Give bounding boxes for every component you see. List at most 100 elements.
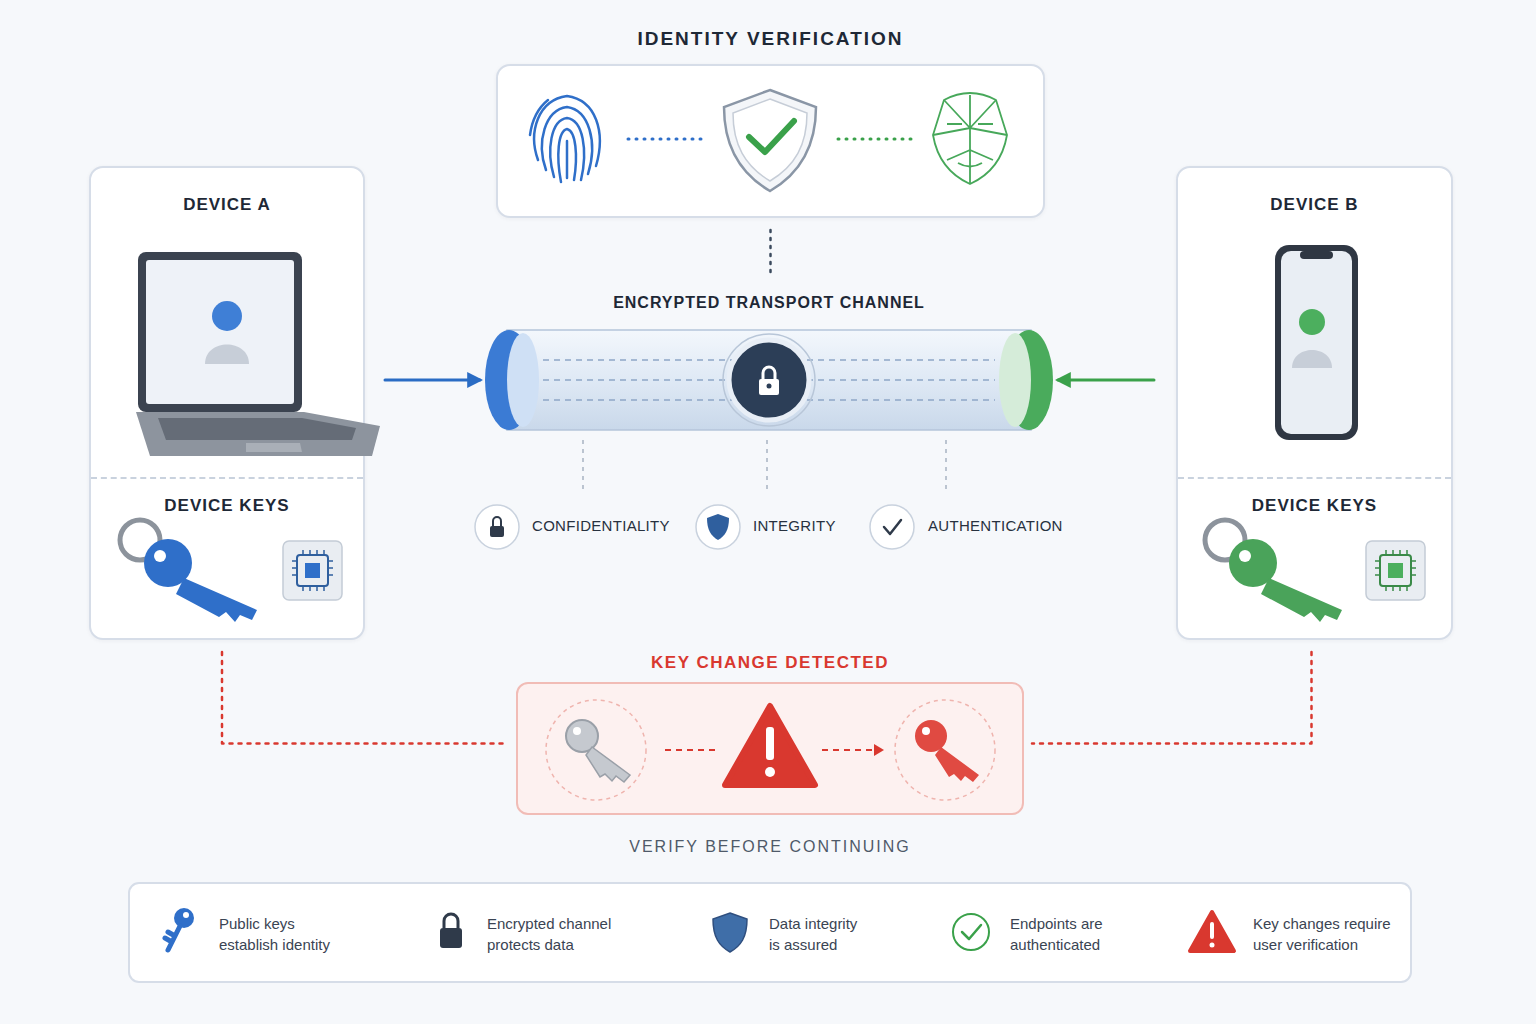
key-hole [154,550,166,562]
section-divider [91,477,363,479]
legend-key-icon [174,908,194,928]
legend-lock-icon [440,928,462,948]
device-panel: DEVICE A DEVICE KEYS [89,166,365,640]
device-panel: DEVICE B DEVICE KEYS [1176,166,1453,640]
check-mark [962,925,981,939]
key-ring [1205,520,1245,560]
connector [222,652,508,744]
property-label: AUTHENTICATION [928,516,1063,536]
warning-mark [1210,922,1214,939]
warning-mark [766,727,774,760]
phone-body [1275,245,1358,440]
property-label: INTEGRITY [753,516,836,536]
warning-dot [1210,943,1215,948]
lock-shackle [493,517,501,526]
user-head [1299,309,1325,335]
tube-body [507,330,1031,430]
lock-badge [729,340,809,420]
legend-warning-icon [1190,912,1234,951]
fingerprint-icon [530,96,600,182]
legend-text: Endpoints are authenticated [1010,913,1140,955]
old-key-shaft [586,747,630,782]
chip-die [305,563,320,578]
face-mesh [933,95,1007,184]
connector [385,379,480,382]
laptop-base [136,412,380,456]
dashed-ring [546,700,646,800]
laptop-keyboard [158,418,356,440]
panel-heading: IDENTITY VERIFICATION [498,28,1043,50]
lock-body [759,379,779,395]
icon-circle [475,505,519,549]
new-key-head [915,720,947,752]
check-icon [884,520,901,534]
key-hole [183,912,189,918]
device-title: DEVICE B [1178,194,1451,216]
shield-inner [733,99,807,181]
chip-icon [1366,541,1425,600]
phone-notch [1300,251,1333,259]
user-body [1292,350,1332,368]
shield-icon [724,90,816,191]
fingerprint-ridge [534,96,600,166]
face-outline [933,93,1007,184]
laptop-screen [138,252,302,412]
old-key-head [566,720,598,752]
key-hole [922,727,930,735]
dotted-link [838,138,912,141]
arrow-head [874,744,884,756]
face-features [947,124,993,167]
section-title: DEVICE KEYS [1178,495,1451,517]
icon-circle [870,505,914,549]
legend-shield-icon [713,913,747,952]
user-head [212,301,242,331]
laptop-touchpad [246,443,302,452]
tube-cap-inner [999,333,1031,427]
alert-heading: KEY CHANGE DETECTED [518,652,1022,674]
chip-pins [1375,550,1416,591]
leader-lines [583,440,946,492]
channel-heading: ENCRYPTED TRANSPORT CHANNEL [483,292,1055,314]
phone-screen [1281,251,1352,434]
key-hole [1239,550,1251,562]
dashed-ring [895,700,995,800]
alert-caption: VERIFY BEFORE CONTINUING [518,836,1022,858]
key-shaft [176,578,257,622]
fingerprint-ridge [550,118,584,180]
key-head [1229,539,1277,587]
device-title: DEVICE A [91,194,363,216]
shield-icon [707,514,729,540]
fingerprint-ridge [566,141,569,178]
fingerprint-ridge [558,129,576,182]
chip-icon [283,541,342,600]
check-mark [749,121,794,152]
section-divider [1178,477,1451,479]
chip-die [1388,563,1403,578]
legend-text: Encrypted channel protects data [487,913,622,955]
new-key-shaft [935,747,979,782]
lock-ring [723,334,815,426]
legend-text: Key changes require user verification [1253,913,1398,955]
legend-text: Data integrity is assured [769,913,867,955]
face-scan-icon [933,93,1007,184]
data-lines [543,360,995,400]
key-head [144,539,192,587]
icon-circle [696,505,740,549]
section-title: DEVICE KEYS [91,495,363,517]
connector [769,230,772,277]
dashed-link [665,749,720,751]
dotted-link [628,138,705,141]
key-ring [120,520,160,560]
user-body [205,345,249,365]
dashed-link [822,749,874,751]
lock-icon [490,526,504,537]
warning-triangle [725,706,815,785]
fingerprint-ridge [542,107,592,174]
chip-pins [292,550,333,591]
legend-text: Public keys establish identity [219,913,354,955]
leader-line [945,440,947,492]
chip-core [1380,555,1411,586]
tube-cap-inner [507,333,539,427]
legend-check-icon [953,914,989,950]
